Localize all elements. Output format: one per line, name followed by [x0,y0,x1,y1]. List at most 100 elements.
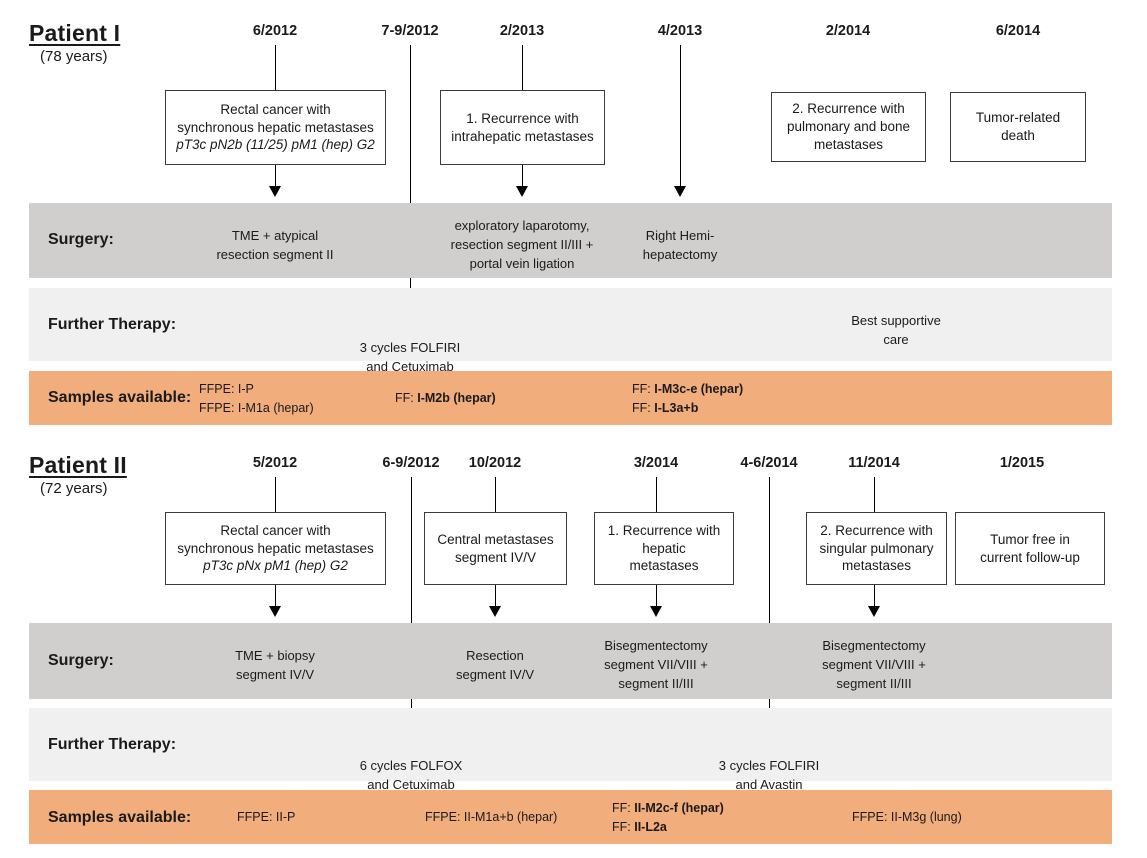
event-box-line: death [1001,128,1035,143]
event-box: 2. Recurrence with singular pulmonary me… [806,512,947,585]
sample-prefix: FF: [395,391,414,405]
therapy-cell-line: 3 cycles FOLFIRI [718,758,820,773]
surgery-cell-line: segment VII/VIII + [822,656,926,672]
surgery-band [29,623,1112,699]
connector-line [874,477,875,513]
sample-prefix: FF: [612,819,631,834]
event-box-line: Tumor free in [990,531,1070,547]
sample-entry: FFPE: II-M3g (lung) [852,808,962,827]
date-label: 4-6/2014 [740,455,798,471]
sample-id: II-M1a+b (hepar) [460,810,558,824]
date-label: 2/2014 [825,23,871,39]
arrow-head-icon [674,186,686,197]
event-box-line: intrahepatic metastases [451,128,594,144]
surgery-cell-line: segment IV/V [455,666,535,682]
sample-entry: FF: I-M2b (hepar) [395,389,496,408]
sample-prefix: FF: [612,801,631,815]
sample-entry: FFPE: I-P [199,380,314,399]
surgery-cell-line: TME + atypical [231,228,319,243]
sample-entry: FFPE: I-M1a (hepar) [199,399,314,418]
sample-id: II-M3g (lung) [887,810,962,824]
therapy-cell-line: 3 cycles FOLFIRI [359,340,461,355]
sample-cell: FFPE: II-P [237,808,295,827]
event-box-tnm: pT3c pN2b (11/25) pM1 (hep) G2 [176,137,375,153]
sample-cell: FF: I-M2b (hepar) [395,389,496,408]
connector-line [495,585,496,608]
therapy-cell-line: and Avastin [735,776,803,792]
samples-band [29,371,1112,425]
sample-cell: FFPE: II-M3g (lung) [852,808,962,827]
event-box: 1. Recurrence with intrahepatic metastas… [440,90,605,165]
sample-cell: FFPE: II-M1a+b (hepar) [425,808,557,827]
date-label: 1/2015 [999,455,1045,471]
surgery-cell-line: TME + biopsy [235,648,315,663]
surgery-cell-line: exploratory laparotomy, [454,218,590,233]
sample-id: II-P [272,810,296,824]
connector-line [410,45,411,329]
connector-line [656,477,657,513]
sample-id: I-P [234,382,254,396]
therapy-cell-line: 6 cycles FOLFOX [359,758,463,773]
event-box-line: 2. Recurrence with [792,101,905,117]
event-box-line: Tumor-related [975,110,1061,126]
surgery-cell-line: resection segment II/III + [450,236,594,252]
sample-cell: FFPE: I-P FFPE: I-M1a (hepar) [199,380,314,418]
event-box: Tumor free in current follow-up [955,512,1105,585]
arrow-head-icon [516,186,528,197]
surgery-cell: TME + atypical resection segment II [216,227,333,265]
event-box-tnm: pT3c pNx pM1 (hep) G2 [203,558,348,574]
event-box-line: metastases [841,558,912,574]
samples-band-label: Samples available: [48,809,192,826]
event-box: Rectal cancer with synchronous hepatic m… [165,90,386,165]
connector-line [680,45,681,188]
event-box-line: Rectal cancer with [220,101,331,117]
connector-line [275,45,276,91]
event-box-line: current follow-up [980,549,1080,565]
arrow-head-icon [489,606,501,617]
date-label: 6/2014 [995,23,1041,39]
arrow-head-icon [650,606,662,617]
surgery-cell-line: segment II/III [836,675,912,691]
therapy-cell: 6 cycles FOLFOX and Cetuximab [360,757,463,795]
surgery-cell-line: resection segment II [216,246,334,262]
event-box: Tumor-related death [950,92,1086,162]
event-box: Central metastases segment IV/V [424,512,567,585]
patient-1-age: (78 years) [40,48,108,65]
therapy-cell: 3 cycles FOLFIRI and Cetuximab [360,339,460,377]
connector-line [874,585,875,608]
connector-line [411,477,412,747]
event-box-line: 1. Recurrence with [607,522,721,538]
event-box-line: segment IV/V [454,549,537,565]
therapy-band [29,708,1112,781]
surgery-cell-line: Right Hemi- [645,228,715,243]
surgery-cell: Bisegmentectomy segment VII/VIII + segme… [822,637,926,694]
sample-entry: FF: I-L3a+b [632,399,743,418]
sample-id: II-M2c-f (hepar) [630,801,724,815]
sample-entry: FFPE: II-P [237,808,295,827]
sample-prefix: FFPE: [199,400,235,415]
therapy-cell-line: Best supportive [851,313,941,328]
surgery-cell-line: Bisegmentectomy [604,638,708,653]
sample-id: I-M3c-e (hepar) [650,382,744,396]
therapy-band [29,288,1112,361]
connector-line [495,477,496,513]
event-box-line: Central metastases [437,531,554,547]
surgery-band-label: Surgery: [48,231,114,248]
surgery-cell: Bisegmentectomy segment VII/VIII + segme… [604,637,708,694]
event-box-line: Rectal cancer with [220,522,331,538]
patient-2-age: (72 years) [40,480,108,497]
connector-line [656,585,657,608]
date-label: 7-9/2012 [381,23,439,39]
date-label: 5/2012 [252,455,298,471]
surgery-cell: TME + biopsy segment IV/V [235,647,315,685]
event-box-line: synchronous hepatic metastases [177,119,374,135]
arrow-head-icon [868,606,880,617]
event-box: 1. Recurrence with hepatic metastases [594,512,734,585]
date-label: 6-9/2012 [382,455,440,471]
surgery-cell-line: segment VII/VIII + [604,656,708,672]
arrow-head-icon [269,606,281,617]
event-box-line: hepatic [642,540,686,556]
date-label: 2/2013 [499,23,545,39]
event-box: 2. Recurrence with pulmonary and bone me… [771,92,926,162]
